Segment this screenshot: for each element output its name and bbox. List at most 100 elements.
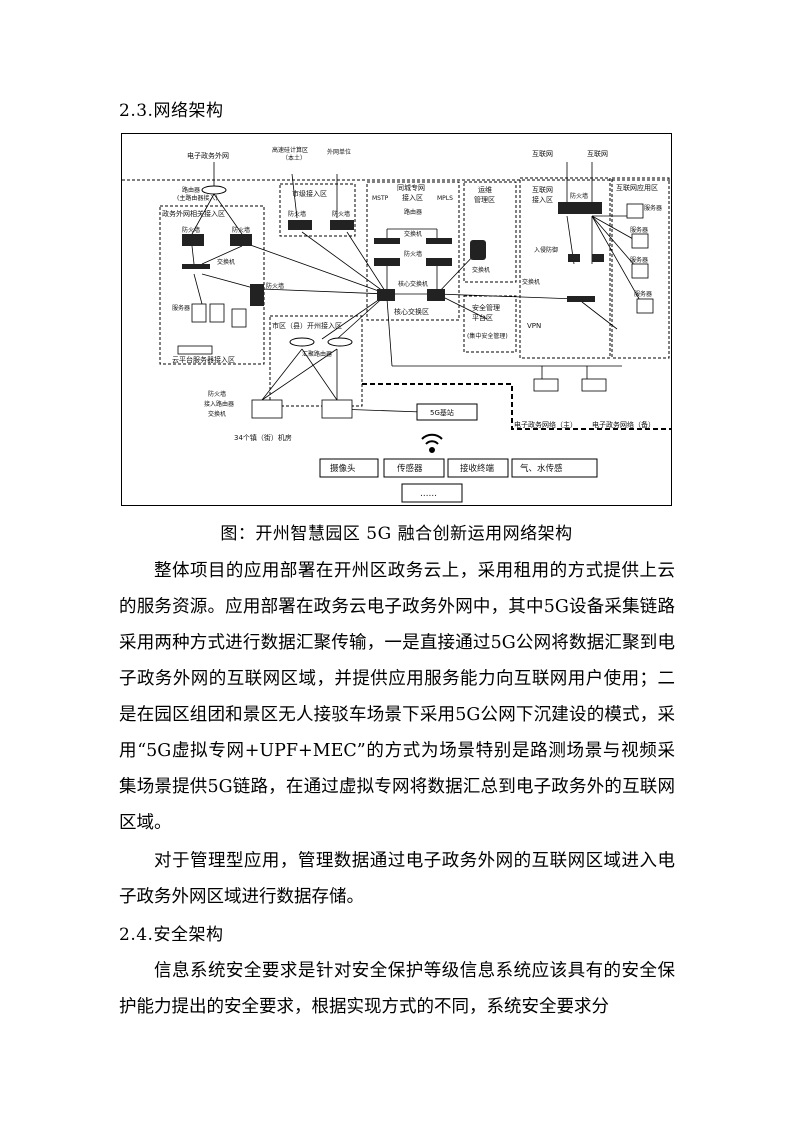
label-router-top: 路由器 — [182, 186, 200, 194]
label-mstp: MSTP — [372, 195, 389, 202]
mgmt-zone — [463, 181, 517, 283]
label-metro-main: 电子政务网络（主） — [514, 420, 577, 429]
label-switch-a: 交换机 — [217, 258, 235, 266]
label-sec-mgmt-sub2: (集中安全管理) — [467, 332, 508, 340]
firewall-icon — [330, 220, 354, 230]
network-diagram: 电子政务外网 高速硅计算区 （本土） 外网单位 互联网 互联网 路由器 (主路由… — [122, 146, 671, 503]
label-router-d: 路由器 — [404, 208, 422, 216]
label-vpn: VPN — [527, 322, 541, 330]
core-switch-icon — [427, 289, 445, 301]
camera-box — [319, 458, 379, 478]
label-switch-f: 交换机 — [522, 278, 540, 286]
label-server-g2: 服务器 — [630, 226, 648, 234]
label-firewall-b: 防火墙 — [232, 226, 250, 234]
firewall-icon — [374, 258, 400, 266]
switch-icon — [567, 296, 595, 302]
metro-boundary-line — [362, 383, 671, 430]
server-icon — [636, 298, 654, 314]
private-access-zone — [366, 181, 460, 321]
label-mpls: MPLS — [437, 195, 453, 202]
label-server-g1: 服务器 — [644, 204, 662, 212]
paragraph-management: 对于管理型应用，管理数据通过电子政务外网的互联网区域进入电子政务外网区域进行数据… — [119, 851, 675, 907]
router-icon — [289, 337, 315, 347]
label-aggregation: 汇聚路由器 — [302, 350, 332, 358]
server-icon — [626, 203, 644, 219]
label-core-area: 核心交换区 — [394, 307, 429, 316]
ips-icon — [568, 254, 580, 262]
network-architecture-figure: 电子政务外网 高速硅计算区 （本土） 外网单位 互联网 互联网 路由器 (主路由… — [121, 133, 672, 506]
label-firewall-a: 防火墙 — [182, 226, 200, 234]
label-base-5g: 5G基站 — [430, 408, 454, 417]
server-icon — [470, 240, 486, 260]
label-ips: 入侵防御 — [534, 246, 558, 254]
label-access-router: 接入路由器 — [204, 400, 234, 408]
paragraph-security: 信息系统安全要求是针对安全保护等级信息系统应该具有的安全保护能力提出的安全要求，… — [119, 961, 675, 1017]
label-firewall-f: 防火墙 — [404, 250, 422, 258]
label-internet: 互联网 — [532, 149, 553, 158]
section-heading-2-3: 2.3.网络架构 — [119, 101, 224, 121]
firewall-icon — [288, 220, 312, 230]
server-icon — [631, 233, 649, 249]
label-external-unit: 外网单位 — [327, 148, 351, 156]
paragraph-deployment: 整体项目的应用部署在开州区政务云上，采用租用的方式提供上云的服务资源。应用部署在… — [119, 561, 675, 833]
switch-icon — [426, 238, 452, 244]
firewall-icon — [426, 258, 452, 266]
label-core-switch: 核心交换机 — [398, 280, 428, 288]
label-firewall-access: 防火墙 — [208, 390, 226, 398]
firewall-icon — [558, 202, 602, 214]
switch-icon — [374, 238, 400, 244]
label-private-access: 同城专网 — [397, 183, 425, 192]
section-heading-2-4: 2.4.安全架构 — [119, 925, 224, 945]
access-switch-icon — [321, 399, 353, 419]
label-firewall-d: 防火墙 — [288, 210, 306, 218]
app-zone — [611, 177, 670, 359]
label-camera: 摄像头 — [330, 463, 356, 474]
base-5g-box — [416, 403, 478, 421]
label-router-top-sub: (主路由器接入) — [177, 194, 218, 202]
ips-icon — [592, 254, 604, 262]
router-icon — [201, 185, 227, 195]
internet-access-zone — [519, 177, 611, 359]
label-high-zone: 高速硅计算区 — [272, 146, 308, 154]
label-dedicated-access: 市级接入区 — [292, 189, 327, 198]
label-mgmt-zone-sub: 管理区 — [474, 195, 495, 204]
server-icon — [231, 308, 247, 328]
label-sec-mgmt-sub: 平台区 — [472, 313, 493, 322]
access-switch-icon — [251, 399, 283, 419]
label-town-count: 34个镇（街）机房 — [234, 433, 292, 442]
more-box — [401, 483, 463, 503]
dedicated-access-zone — [279, 183, 356, 237]
gas-sensor-box — [511, 458, 598, 478]
label-app-zone: 互联网应用区 — [616, 183, 658, 192]
figure-caption: 图：开州智慧园区 5G 融合创新运用网络架构 — [220, 524, 573, 544]
label-gas-sensor: 气、水传感 — [520, 463, 563, 474]
label-sec-mgmt: 安全管理 — [472, 303, 500, 312]
metro-router-icon — [581, 378, 607, 392]
label-egov-external: 电子政务外网 — [187, 151, 229, 160]
cloud-server-icon — [177, 345, 213, 355]
label-fw-internet: 防火墙 — [570, 192, 588, 200]
label-server-g4: 服务器 — [634, 290, 652, 298]
label-more: …… — [420, 489, 437, 499]
county-access-zone — [269, 315, 363, 407]
label-sensor: 传感器 — [397, 463, 423, 474]
metro-router-icon — [533, 378, 559, 392]
label-egov-cloud: 云平台服务器接入区 — [172, 355, 235, 364]
wireless-icon — [421, 433, 443, 453]
label-internet-access-sub: 接入区 — [532, 195, 553, 204]
server-icon — [631, 263, 649, 279]
label-servers-a: 服务器 — [172, 304, 190, 312]
router-icon — [327, 337, 353, 347]
label-dept-access: 政务外网相关接入区 — [162, 209, 225, 218]
label-terminal: 接收终端 — [460, 463, 495, 474]
label-server-g3: 服务器 — [630, 256, 648, 264]
server-icon — [209, 303, 225, 323]
label-firewall-c: 防火墙 — [266, 282, 284, 290]
label-internet-access: 互联网 — [532, 185, 553, 194]
label-firewall-e: 防火墙 — [332, 210, 350, 218]
core-switch-icon — [377, 289, 395, 301]
label-access-switch: 交换机 — [208, 410, 226, 418]
terminal-box — [447, 458, 509, 478]
switch-icon — [182, 264, 210, 269]
label-switch-d: 交换机 — [404, 230, 422, 238]
